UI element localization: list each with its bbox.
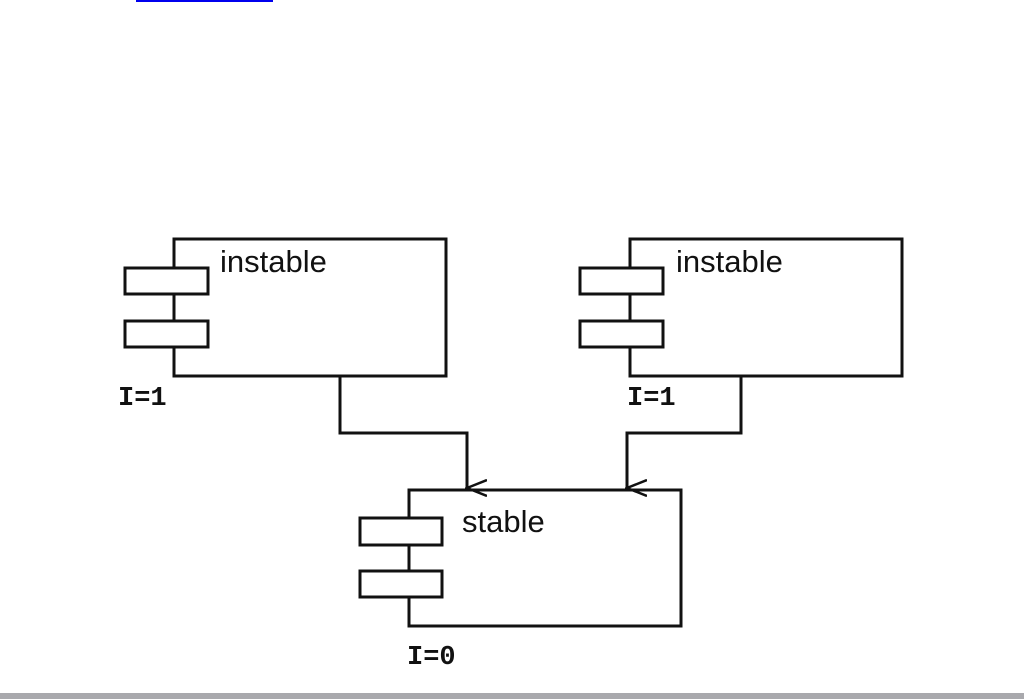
instability-label: I=1 <box>627 384 676 414</box>
port-icon <box>580 321 663 347</box>
instability-label: I=0 <box>407 643 456 673</box>
port-icon <box>360 518 442 545</box>
instability-label: I=1 <box>118 384 167 414</box>
port-icon <box>360 571 442 597</box>
component-label: stable <box>462 504 545 539</box>
component-label: instable <box>676 244 783 279</box>
port-icon <box>125 321 208 347</box>
port-icon <box>580 268 663 294</box>
component-label: instable <box>220 244 327 279</box>
dependency-arrow-left <box>340 376 467 488</box>
bottom-divider <box>0 693 1024 699</box>
port-icon <box>125 268 208 294</box>
